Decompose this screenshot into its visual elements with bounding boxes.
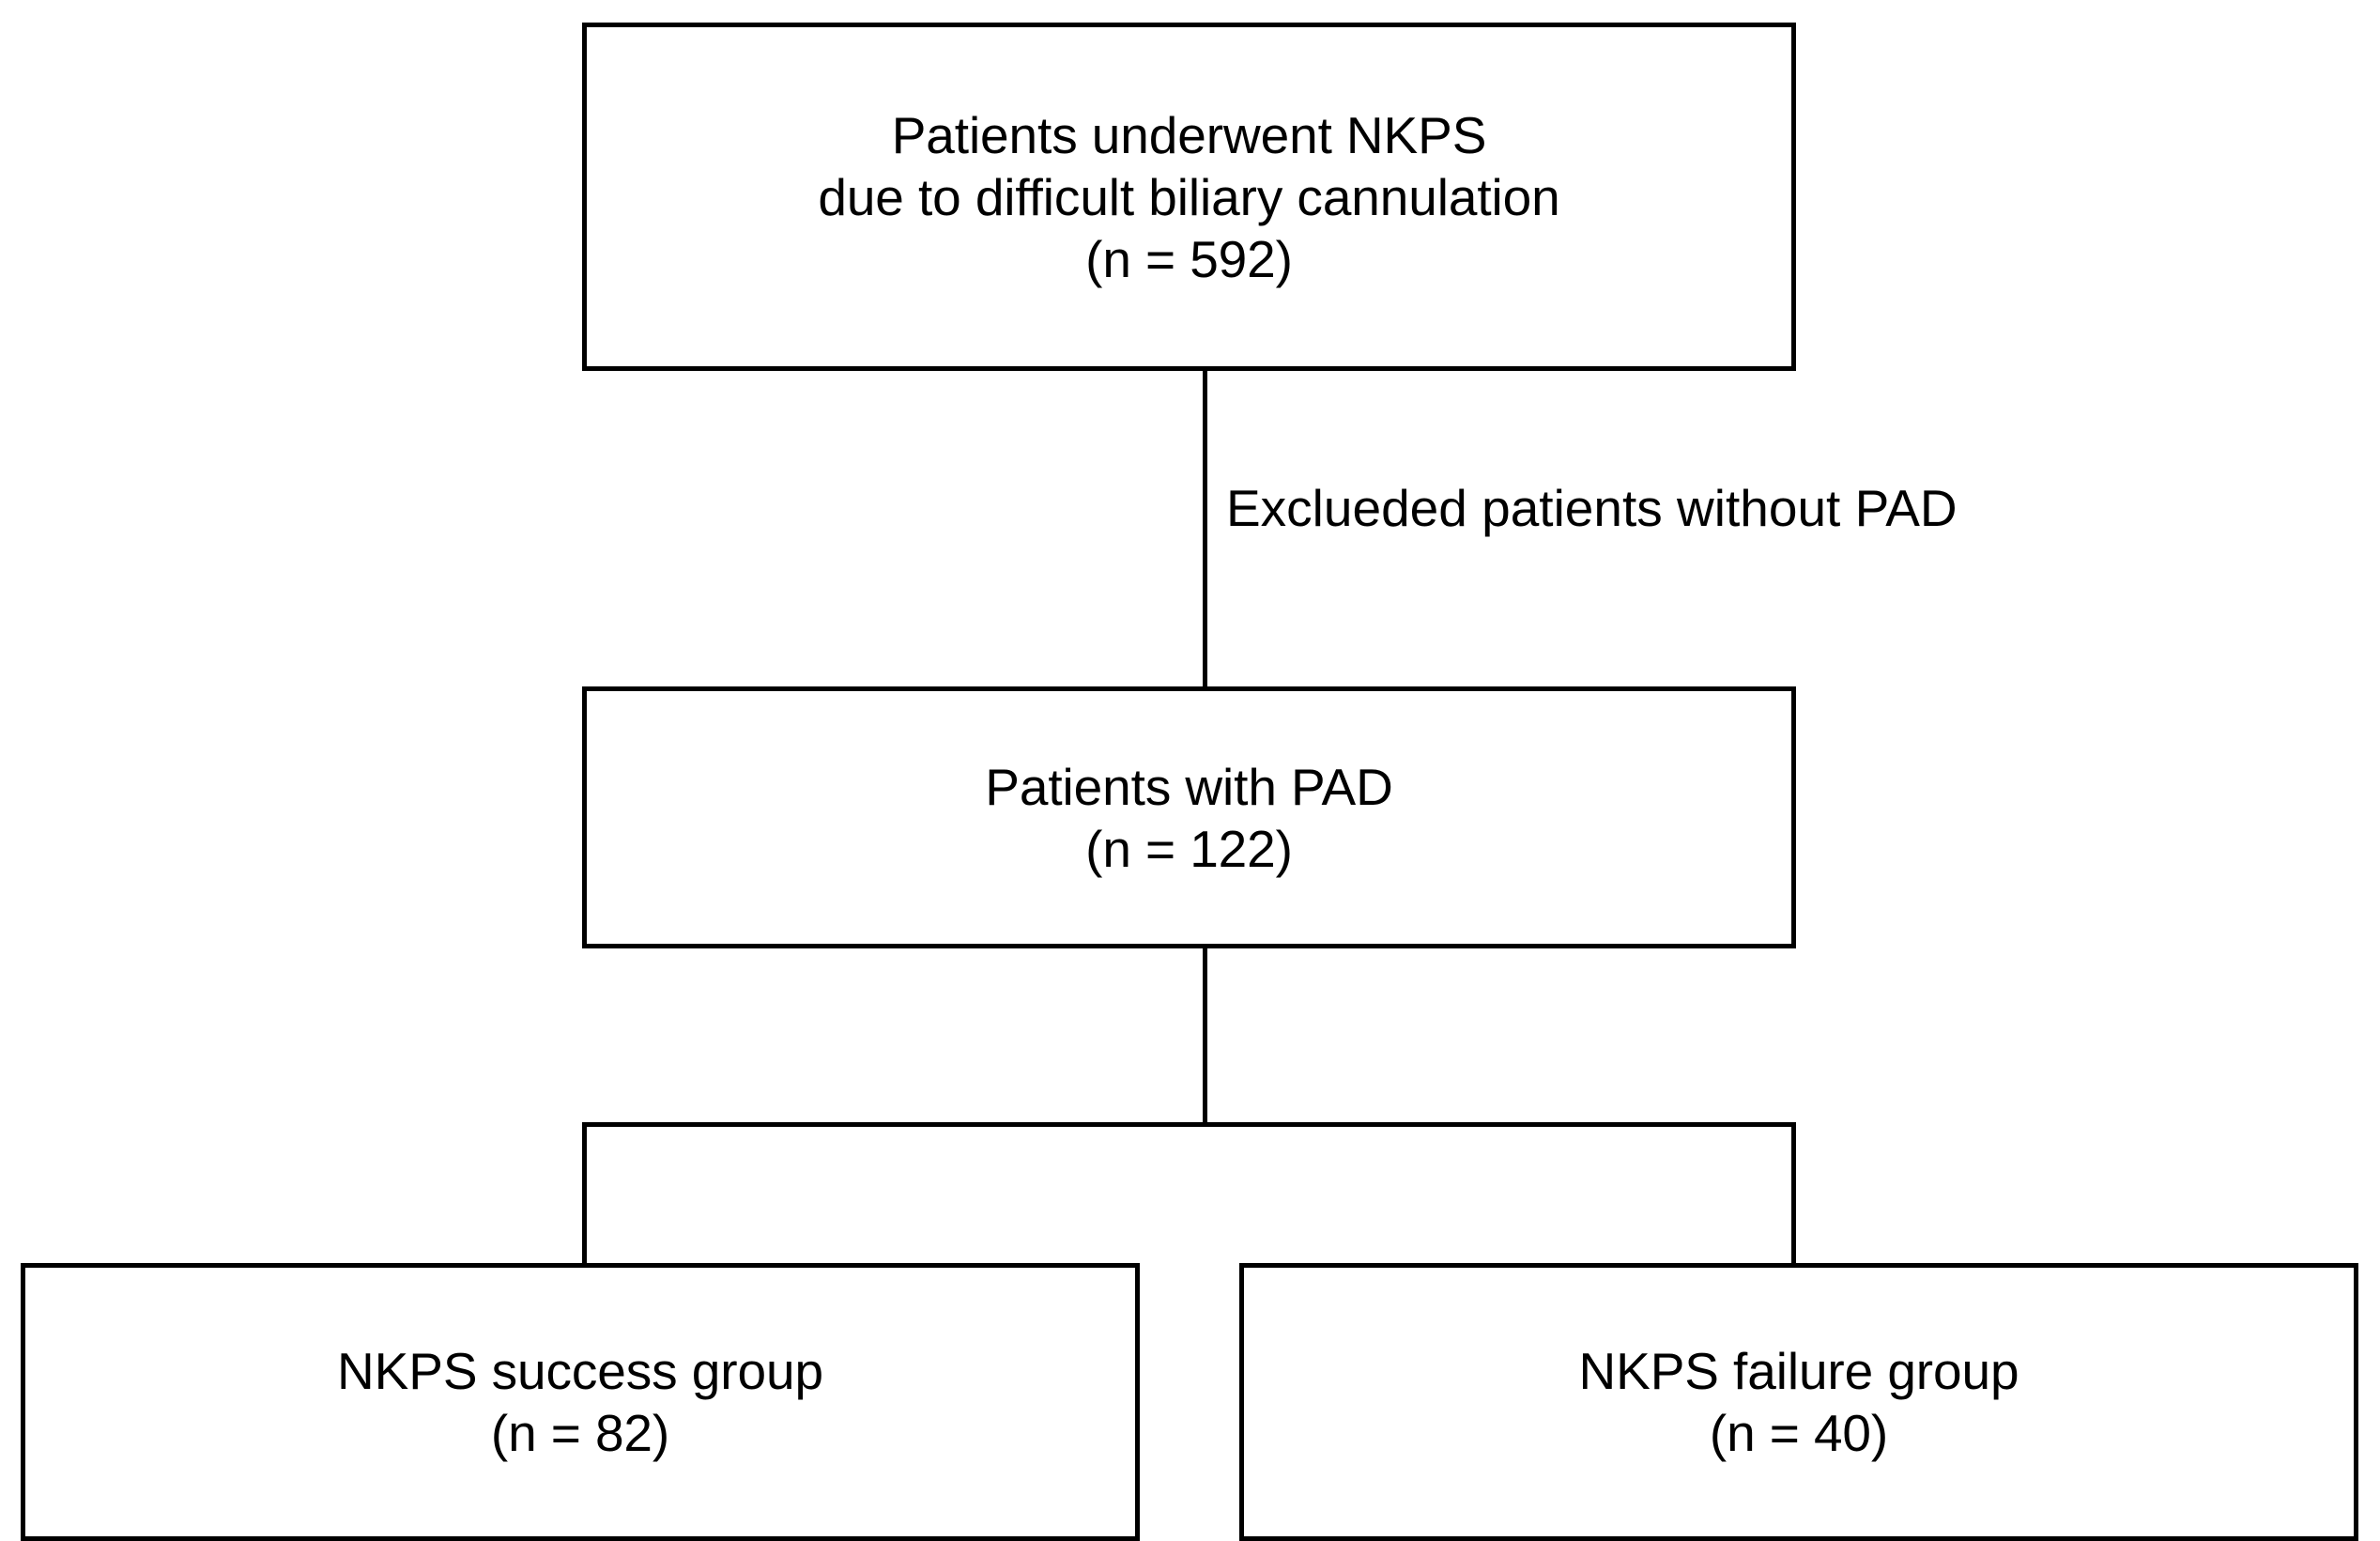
- node-success-count: (n = 82): [490, 1404, 670, 1462]
- connector-split-to-failure: [1791, 1122, 1796, 1266]
- node-top-count: (n = 592): [1085, 229, 1293, 288]
- node-middle-line-1: Patients with PAD: [985, 757, 1393, 816]
- node-nkps-success-group: NKPS success group (n = 82): [21, 1263, 1140, 1541]
- connector-split-to-success: [582, 1122, 587, 1266]
- node-top-line-2: due to difficult biliary cannulation: [818, 167, 1560, 226]
- edge-label-exclusion: Exclueded patients without PAD: [1222, 477, 1961, 539]
- node-success-line-1: NKPS success group: [337, 1342, 823, 1400]
- connector-middle-to-split: [1203, 948, 1207, 1127]
- node-failure-count: (n = 40): [1709, 1404, 1889, 1462]
- connector-top-to-middle: [1203, 370, 1207, 689]
- connector-split-bar: [582, 1122, 1796, 1127]
- node-nkps-failure-group: NKPS failure group (n = 40): [1239, 1263, 2358, 1541]
- node-failure-line-1: NKPS failure group: [1578, 1342, 2019, 1400]
- node-top-line-1: Patients underwent NKPS: [891, 105, 1487, 164]
- node-patients-with-pad: Patients with PAD (n = 122): [582, 686, 1796, 948]
- node-patients-underwent-nkps: Patients underwent NKPS due to difficult…: [582, 23, 1796, 371]
- node-middle-count: (n = 122): [1085, 819, 1293, 878]
